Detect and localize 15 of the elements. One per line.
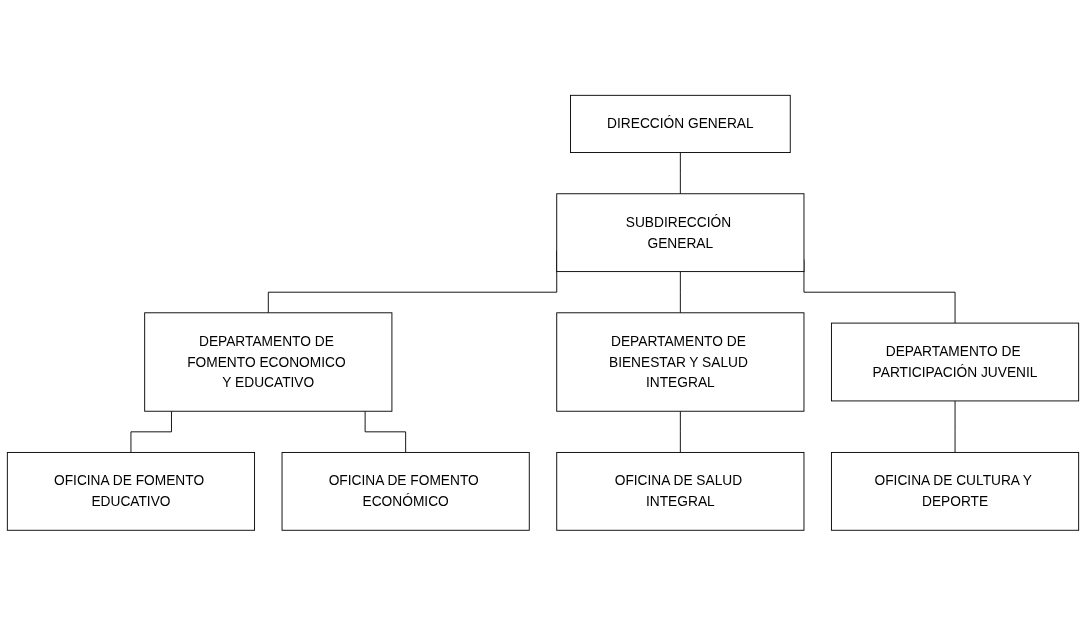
connector — [679, 271, 681, 314]
node-box: DEPARTAMENTO DE BIENESTAR Y SALUD INTEGRAL — [556, 312, 805, 412]
connector — [954, 400, 956, 454]
node-box: OFICINA DE FOMENTO EDUCATIVO — [6, 452, 255, 531]
connector — [679, 152, 681, 195]
connector — [364, 410, 407, 454]
connector — [679, 410, 681, 454]
node-box: OFICINA DE FOMENTO ECONÓMICO — [281, 452, 530, 531]
node-box: DIRECCIÓN GENERAL — [570, 95, 791, 154]
node-box: DEPARTAMENTO DE PARTICIPACIÓN JUVENIL — [831, 322, 1080, 402]
node-box: DEPARTAMENTO DE FOMENTO ECONOMICO Y EDUCATIVO — [144, 312, 393, 412]
connector — [130, 410, 172, 454]
node-box: OFICINA DE SALUD INTEGRAL — [556, 452, 805, 531]
node-box: SUBDIRECCIÓN GENERAL — [556, 193, 805, 273]
node-box: OFICINA DE CULTURA Y DEPORTE — [831, 452, 1080, 531]
